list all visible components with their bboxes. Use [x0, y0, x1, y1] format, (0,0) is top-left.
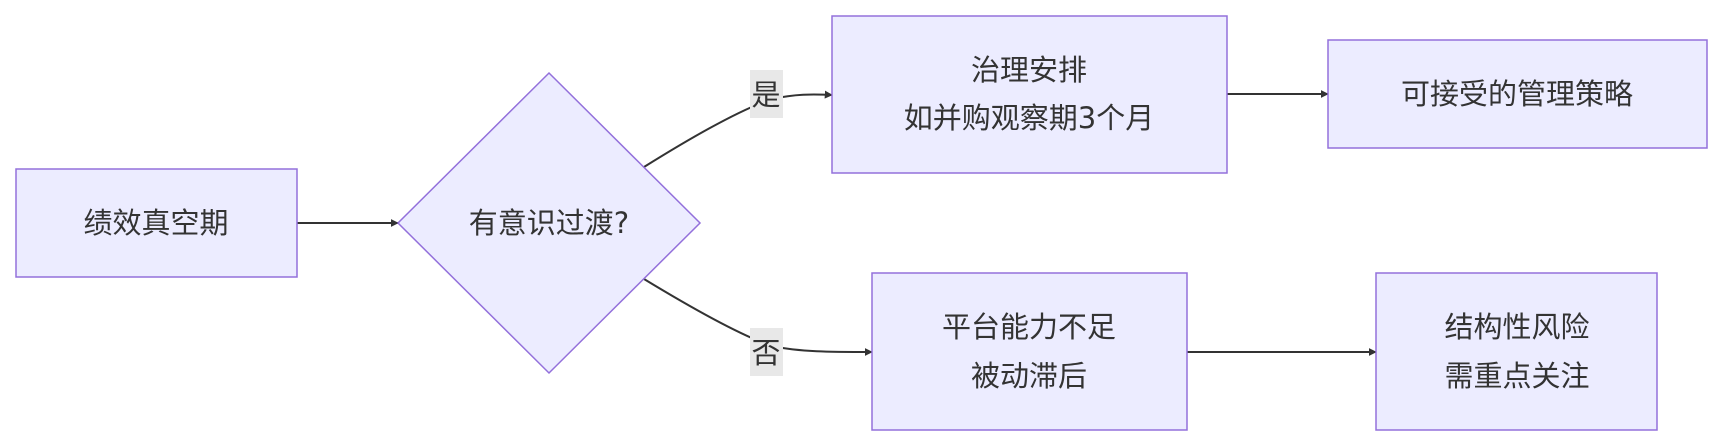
node-governance-line-1: 治理安排	[971, 53, 1087, 87]
edge-decision-to-governance	[643, 90, 833, 168]
node-start-line-1: 绩效真空期	[83, 206, 228, 240]
node-decision-diamond	[396, 71, 702, 375]
node-risk-line-1: 结构性风险	[1444, 310, 1589, 344]
edge-label-no-text: 否	[751, 336, 780, 370]
edge-label-yes-text: 是	[751, 78, 780, 112]
edge-label-no: 否	[750, 328, 783, 376]
node-acceptable[interactable]: 可接受的管理策略	[1327, 39, 1708, 149]
node-start-box	[15, 168, 298, 278]
edge-label-yes-bg	[750, 70, 783, 118]
node-governance-line-2: 如并购观察期3个月	[904, 101, 1154, 135]
node-insufficient-line-2: 被动滞后	[971, 359, 1087, 393]
node-risk-box	[1375, 272, 1658, 431]
node-insufficient[interactable]: 平台能力不足 被动滞后	[871, 272, 1188, 431]
node-decision-line-1: 有意识过渡?	[469, 206, 629, 240]
node-risk[interactable]: 结构性风险 需重点关注	[1375, 272, 1658, 431]
edge-label-no-bg	[750, 328, 783, 376]
edge-label-yes: 是	[750, 70, 783, 118]
node-governance-box	[831, 15, 1228, 174]
node-decision[interactable]: 有意识过渡?	[396, 71, 702, 375]
node-risk-line-2: 需重点关注	[1444, 359, 1589, 393]
node-insufficient-line-1: 平台能力不足	[942, 310, 1116, 344]
node-insufficient-box	[871, 272, 1188, 431]
node-governance[interactable]: 治理安排 如并购观察期3个月	[831, 15, 1228, 174]
node-acceptable-box	[1327, 39, 1708, 149]
node-start[interactable]: 绩效真空期	[15, 168, 298, 278]
node-acceptable-line-1: 可接受的管理策略	[1401, 77, 1633, 111]
